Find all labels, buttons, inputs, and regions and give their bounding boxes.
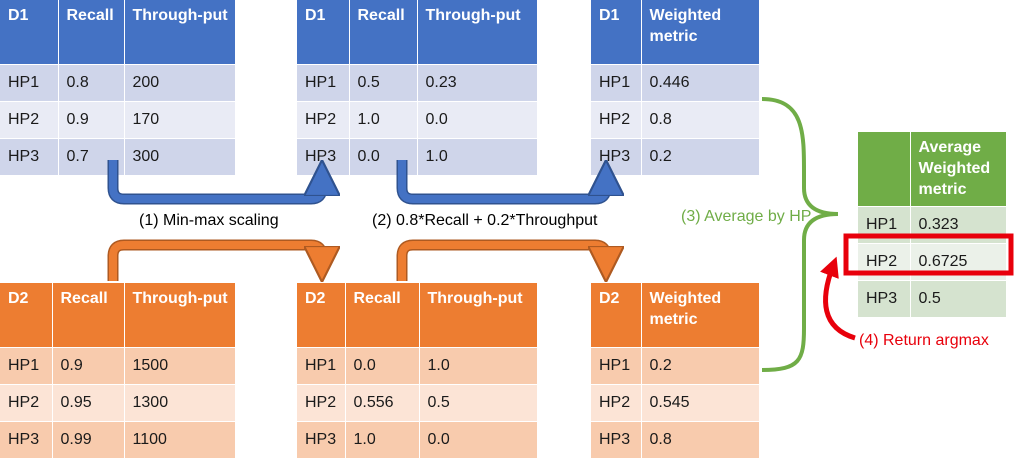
table-cell: HP1: [0, 64, 59, 102]
blue-arrow-step1: [107, 160, 328, 205]
table-header-cell: Through-put: [124, 283, 235, 348]
table-header-cell: Recall: [345, 283, 420, 348]
step2-label: (2) 0.8*Recall + 0.2*Throughput: [372, 212, 598, 229]
step1-label: (1) Min-max scaling: [139, 212, 279, 229]
argmax-highlight-box: [843, 233, 1014, 276]
table-cell: 1.0: [349, 101, 418, 139]
table-cell: 0.545: [641, 384, 759, 422]
table-header-cell: Through-put: [419, 283, 537, 348]
table-cell: 0.0: [345, 347, 420, 385]
table-header-cell: Average Weighted metric: [910, 132, 1006, 207]
table-header-cell: Recall: [58, 0, 125, 65]
orange-arrow-step2: [396, 239, 612, 281]
table-cell: 0.95: [52, 384, 125, 422]
table-cell: HP1: [297, 64, 350, 102]
table-header-cell: Recall: [52, 283, 125, 348]
table-header-cell: [858, 132, 911, 207]
blue-arrow-step2: [396, 160, 612, 205]
table-header-cell: Weighted metric: [641, 0, 759, 65]
step3-label: (3) Average by HP: [681, 208, 812, 225]
table-cell: HP2: [0, 384, 53, 422]
step4-label: (4) Return argmax: [859, 332, 989, 349]
table-header-cell: D1: [297, 0, 350, 65]
table-cell: 0.5: [910, 280, 1006, 318]
orange-arrow-step1: [107, 239, 328, 281]
table-cell: HP2: [591, 101, 642, 139]
table-header-cell: D1: [0, 0, 59, 65]
table-cell: HP1: [297, 347, 346, 385]
red-return-arrow: [820, 256, 856, 341]
table-header-cell: D1: [591, 0, 642, 65]
flow-arrows: [107, 97, 1014, 372]
table-cell: 200: [124, 64, 235, 102]
table-cell: 0.5: [349, 64, 418, 102]
table-cell: 1300: [124, 384, 235, 422]
table-cell: 300: [124, 138, 235, 176]
table-header-cell: D2: [591, 283, 642, 348]
table-cell: 1.0: [419, 347, 537, 385]
table-header-cell: Through-put: [417, 0, 537, 65]
table-cell: HP2: [297, 101, 350, 139]
table-cell: HP1: [591, 64, 642, 102]
table-cell: HP2: [297, 384, 346, 422]
table-cell: 0.8: [58, 64, 125, 102]
table-cell: 1500: [124, 347, 235, 385]
table-cell: 0.8: [641, 101, 759, 139]
table-cell: HP3: [297, 138, 350, 176]
table-cell: 0.0: [417, 101, 537, 139]
table-header-cell: Weighted metric: [641, 283, 759, 348]
table-cell: 0.5: [419, 384, 537, 422]
table-cell: 1.0: [417, 138, 537, 176]
table-cell: 0.23: [417, 64, 537, 102]
table-cell: HP3: [858, 280, 911, 318]
table-header-cell: Through-put: [124, 0, 235, 65]
table-cell: 0.2: [641, 347, 759, 385]
table-header-cell: Recall: [349, 0, 418, 65]
table-cell: 0.9: [52, 347, 125, 385]
table-header-cell: D2: [0, 283, 53, 348]
table-cell: HP1: [591, 347, 642, 385]
table-cell: 170: [124, 101, 235, 139]
table-cell: HP1: [0, 347, 53, 385]
table-header-cell: D2: [297, 283, 346, 348]
table-cell: HP2: [0, 101, 59, 139]
green-brace: [761, 97, 839, 372]
table-cell: 0.556: [345, 384, 420, 422]
table-cell: HP3: [0, 138, 59, 176]
table-cell: 0.446: [641, 64, 759, 102]
table-cell: HP2: [591, 384, 642, 422]
table-cell: 0.2: [641, 138, 759, 176]
table-cell: 0.9: [58, 101, 125, 139]
